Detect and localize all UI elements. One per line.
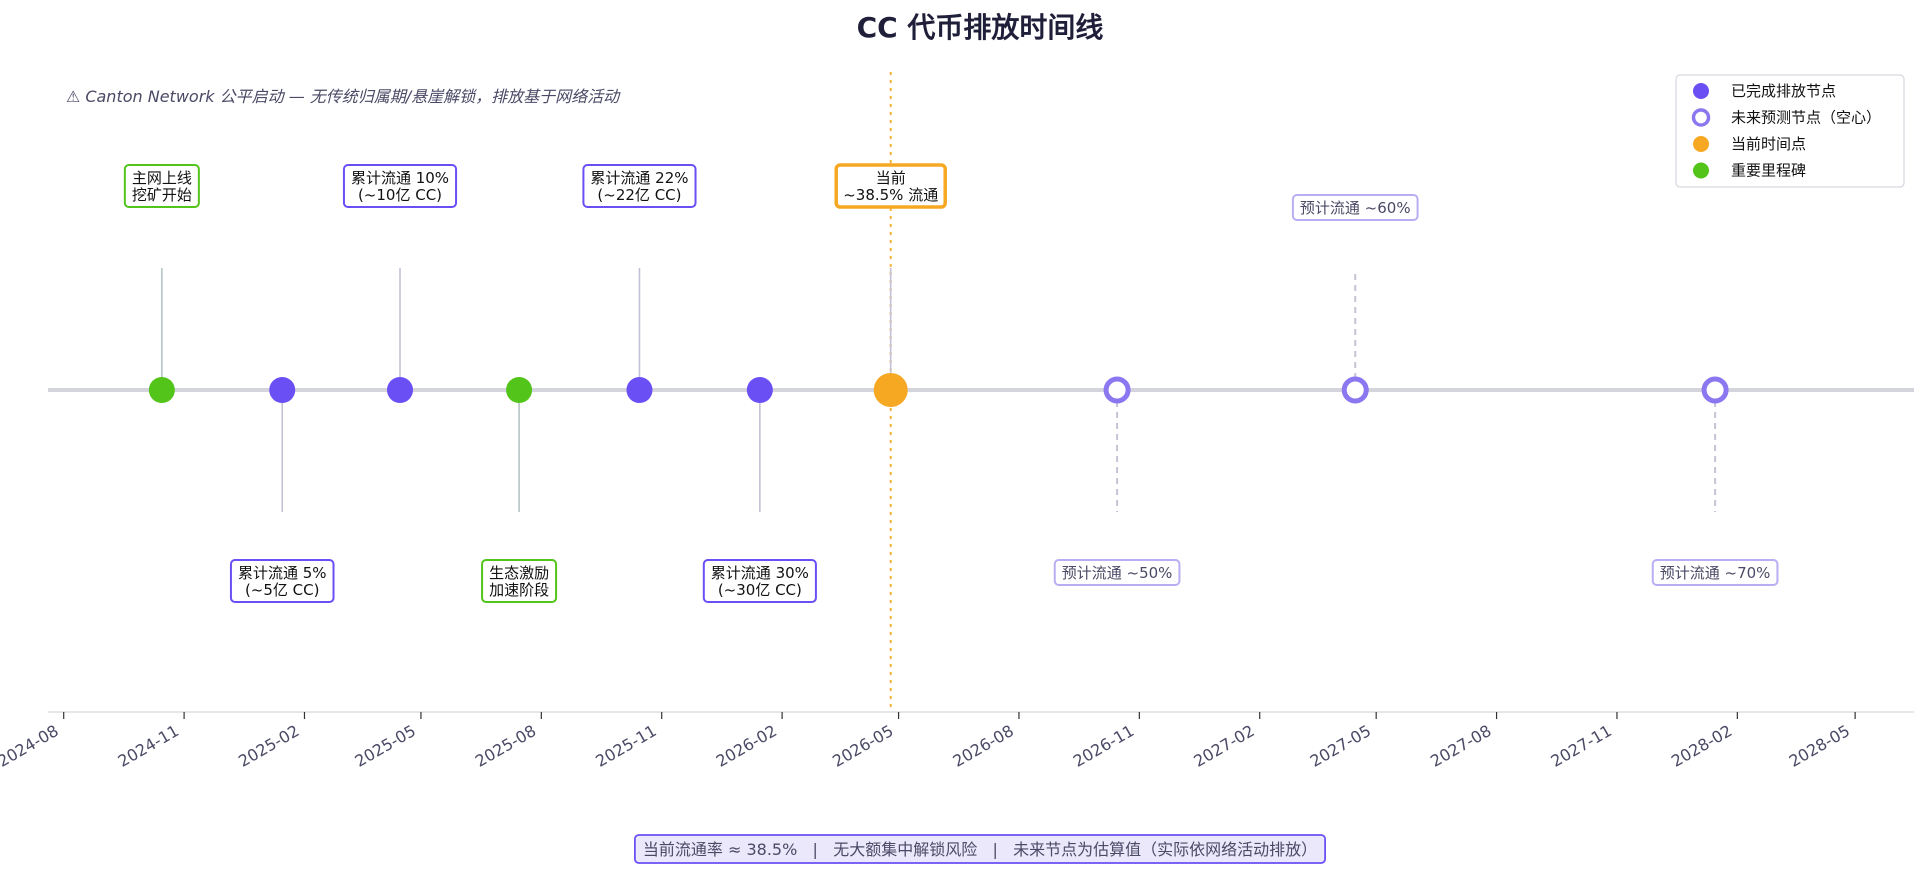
event-label-box — [1291, 194, 1419, 221]
milestone-node-marker — [148, 377, 175, 403]
event-label-box — [229, 559, 335, 603]
footer-box — [633, 834, 1327, 864]
event-label: 预计流通 ~70% — [1651, 559, 1779, 586]
current-node-marker — [873, 373, 908, 407]
done-node-marker — [626, 377, 653, 403]
footer-summary: 当前流通率 ≈ 38.5% | 无大额集中解锁风险 | 未来节点为估算值（实际依… — [633, 834, 1327, 864]
event-label-line: 预计流通 ~60% — [1300, 199, 1411, 217]
event-label-line: 加速阶段 — [489, 581, 549, 599]
event-label-line: (~5亿 CC) — [245, 581, 320, 599]
future-node-marker — [1701, 376, 1729, 404]
x-tick-label: 2026-02 — [713, 721, 780, 771]
legend-marker-milestone — [1693, 162, 1709, 179]
legend-label: 未来预测节点（空心） — [1731, 109, 1881, 127]
event-label-line: 累计流通 5% — [238, 564, 327, 582]
done-node-marker — [269, 377, 296, 403]
event-label-line: 主网上线 — [132, 169, 192, 187]
event-label-box — [123, 164, 200, 208]
x-tick-label: 2026-08 — [950, 721, 1017, 771]
event-label-line: 累计流通 10% — [351, 169, 449, 187]
event-label-line: 累计流通 30% — [711, 564, 809, 582]
done-node-marker — [746, 377, 773, 403]
legend-label: 重要里程碑 — [1731, 162, 1806, 180]
event-label-box — [702, 559, 817, 603]
event-label-line: (~30亿 CC) — [718, 581, 802, 599]
x-tick-label: 2024-11 — [115, 721, 182, 771]
event-label-line: 预计流通 ~70% — [1660, 564, 1771, 582]
x-axis: 2024-08 2024-11 2025-02 2025-05 2025-08 2025-… — [0, 711, 1914, 771]
event-label: 预计流通 ~60% — [1291, 194, 1419, 221]
fair-launch-note: ⚠ Canton Network 公平启动 — 无传统归属期/悬崖解锁，排放基于… — [66, 87, 621, 106]
x-tick-label: 2025-05 — [352, 721, 419, 771]
legend-box — [1675, 74, 1905, 188]
x-tick-label: 2027-02 — [1190, 721, 1257, 771]
x-tick-label: 2028-05 — [1786, 721, 1853, 771]
event-label: 预计流通 ~50% — [1053, 559, 1181, 586]
event-label: 累计流通 5%(~5亿 CC) — [229, 559, 335, 603]
x-tick-label: 2028-02 — [1668, 721, 1735, 771]
chart-title: CC 代币排放时间线 — [857, 11, 1104, 44]
milestone-node-marker — [506, 377, 533, 403]
event-label-line: 生态激励 — [489, 564, 549, 582]
future-node-marker — [1103, 376, 1131, 404]
event-label-line: (~10亿 CC) — [358, 186, 442, 204]
legend-label: 已完成排放节点 — [1731, 82, 1836, 100]
legend-marker-current — [1693, 136, 1709, 152]
event-label-box — [481, 559, 558, 603]
x-tick-label: 2027-11 — [1548, 721, 1615, 771]
event-label-box — [1053, 559, 1181, 586]
event-label-box — [582, 164, 697, 208]
event-label: 累计流通 30%(~30亿 CC) — [702, 559, 817, 603]
event-label-box — [834, 163, 947, 209]
event-label-line: 挖矿开始 — [132, 186, 192, 204]
done-node-marker — [387, 377, 414, 403]
event-label-box — [1651, 559, 1779, 586]
layer-lines — [48, 72, 1914, 712]
layer-markers — [148, 373, 1729, 407]
event-label: 累计流通 10%(~10亿 CC) — [342, 164, 458, 208]
footer-text: 当前流通率 ≈ 38.5% | 无大额集中解锁风险 | 未来节点为估算值（实际依… — [643, 840, 1317, 859]
x-tick-label: 2024-08 — [0, 721, 62, 771]
event-label-line: 当前 — [876, 169, 906, 187]
x-tick-label: 2025-11 — [592, 721, 659, 771]
event-label: 累计流通 22%(~22亿 CC) — [582, 164, 697, 208]
legend-marker-future — [1691, 108, 1711, 127]
event-label-box — [342, 164, 458, 208]
event-label-line: (~22亿 CC) — [597, 186, 681, 204]
event-label-line: 预计流通 ~50% — [1062, 564, 1173, 582]
x-tick-label: 2025-02 — [235, 721, 302, 771]
x-tick-label: 2026-05 — [829, 721, 896, 771]
x-tick-label: 2027-05 — [1307, 721, 1374, 771]
x-tick-label: 2026-11 — [1070, 721, 1137, 771]
x-tick-label: 2027-08 — [1427, 721, 1494, 771]
future-node-marker — [1341, 376, 1369, 404]
x-tick-label: 2025-08 — [472, 721, 539, 771]
legend-label: 当前时间点 — [1731, 135, 1806, 153]
legend-marker-done — [1693, 83, 1709, 99]
event-label: 当前~38.5% 流通 — [834, 163, 947, 209]
event-label-line: ~38.5% 流通 — [843, 186, 938, 204]
event-label-line: 累计流通 22% — [590, 169, 688, 187]
